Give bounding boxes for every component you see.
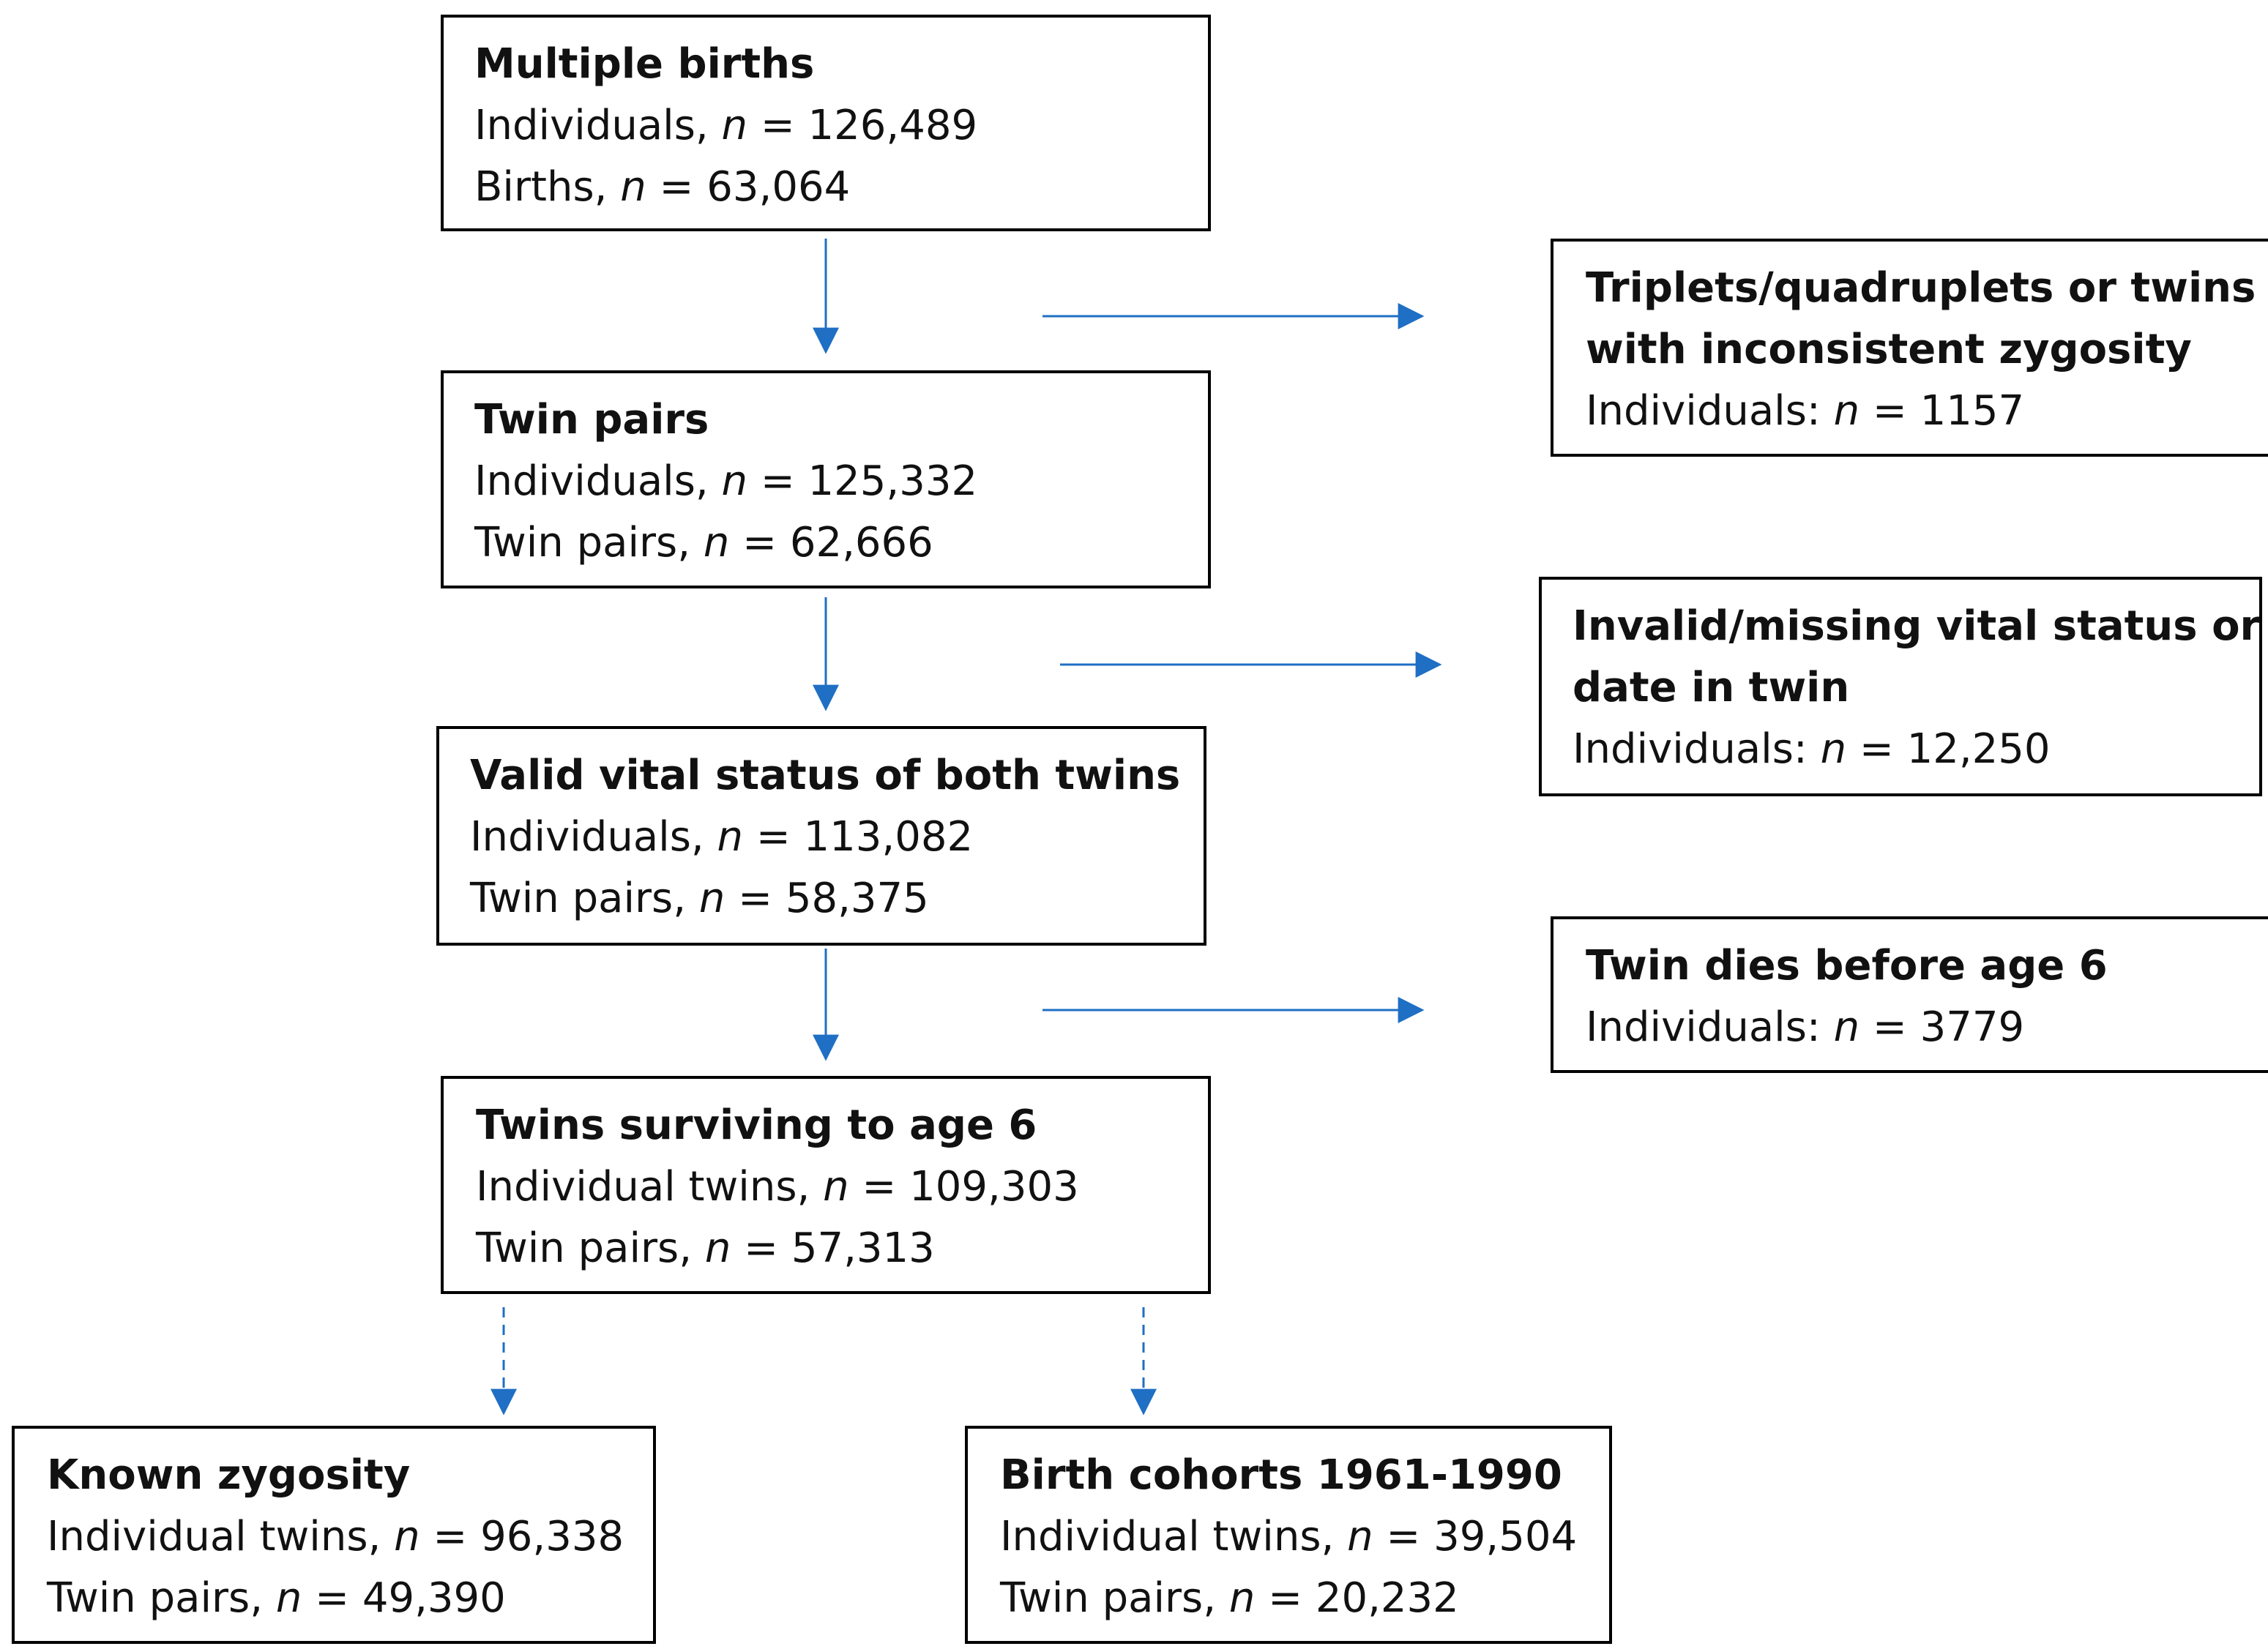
line-value: = 39,504 [1373,1513,1578,1560]
line-label: Individuals, [474,102,722,149]
box-line-individuals: Individuals, n = 125,332 [474,451,1208,512]
n-variable: n [823,1163,849,1211]
box-excluded-early-death: Twin dies before age 6 Individuals: n = … [1551,916,2268,1073]
n-variable: n [703,519,730,567]
box-multiple-births: Multiple births Individuals, n = 126,489… [441,15,1211,231]
line-label: Individuals: [1586,1003,1834,1051]
box-excluded-invalid-status: Invalid/missing vital status or date in … [1539,577,2262,796]
line-label: Individual twins, [1000,1513,1348,1560]
line-value: = 126,489 [747,102,978,149]
box-twin-pairs: Twin pairs Individuals, n = 125,332 Twin… [441,370,1211,588]
box-title: Twins surviving to age 6 [476,1102,1037,1149]
n-variable: n [1833,387,1860,435]
line-label: Individual twins, [476,1163,824,1211]
box-title: Invalid/missing vital status or [1573,602,2261,650]
n-variable: n [1820,725,1847,773]
box-title: Birth cohorts 1961-1990 [1000,1451,1562,1499]
box-line-individuals: Individuals: n = 12,250 [1573,719,2259,780]
line-value: = 63,064 [646,163,851,211]
box-line-individuals: Individual twins, n = 96,338 [47,1506,653,1568]
box-title: Triplets/quadruplets or twins [1586,264,2256,312]
box-title-continued: date in twin [1573,664,1850,711]
line-value: = 125,332 [747,457,978,505]
line-value: = 109,303 [848,1163,1079,1211]
box-title: Valid vital status of both twins [470,752,1181,799]
n-variable: n [1347,1513,1373,1560]
box-birth-cohorts: Birth cohorts 1961-1990 Individual twins… [965,1426,1612,1644]
box-known-zygosity: Known zygosity Individual twins, n = 96,… [12,1426,656,1644]
line-label: Individuals: [1573,725,1821,773]
line-value: = 113,082 [743,813,974,861]
box-line-pairs: Twin pairs, n = 58,375 [470,868,1204,930]
line-value: = 96,338 [419,1513,624,1560]
box-line-individuals: Individual twins, n = 109,303 [476,1156,1208,1218]
box-line-individuals: Individuals: n = 3779 [1586,997,2268,1058]
box-line-individuals: Individual twins, n = 39,504 [1000,1506,1609,1568]
line-label: Twin pairs, [1000,1574,1229,1622]
line-label: Twin pairs, [474,519,704,567]
box-twins-surviving: Twins surviving to age 6 Individual twin… [441,1076,1211,1294]
line-label: Twin pairs, [476,1224,705,1272]
box-line-pairs: Twin pairs, n = 62,666 [474,512,1208,574]
box-line-pairs: Twin pairs, n = 49,390 [47,1568,653,1629]
box-line-individuals: Individuals, n = 126,489 [474,95,1208,157]
line-label: Twin pairs, [470,875,699,922]
line-value: = 49,390 [302,1574,506,1622]
line-value: = 58,375 [725,875,929,922]
n-variable: n [698,875,725,922]
n-variable: n [394,1513,420,1560]
box-title-continued: with inconsistent zygosity [1586,326,2192,373]
line-label: Individuals, [474,457,722,505]
line-value: = 57,313 [731,1224,935,1272]
box-valid-vital-status: Valid vital status of both twins Individ… [436,726,1206,946]
line-value: = 12,250 [1846,725,2051,773]
box-line-births: Births, n = 63,064 [474,157,1208,218]
box-excluded-triplets: Triplets/quadruplets or twins with incon… [1551,239,2268,457]
line-value: = 20,232 [1255,1574,1459,1622]
box-title: Twin dies before age 6 [1586,942,2108,990]
box-title: Multiple births [474,40,815,88]
line-label: Individuals: [1586,387,1834,435]
line-value: = 62,666 [729,519,933,567]
n-variable: n [620,163,646,211]
line-value: = 3779 [1859,1003,2025,1051]
n-variable: n [717,813,744,861]
box-line-individuals: Individuals, n = 113,082 [470,807,1204,868]
box-title: Known zygosity [47,1451,411,1499]
n-variable: n [721,457,748,505]
box-line-pairs: Twin pairs, n = 20,232 [1000,1568,1609,1629]
n-variable: n [1228,1574,1256,1622]
box-line-pairs: Twin pairs, n = 57,313 [476,1218,1208,1279]
n-variable: n [721,102,748,149]
n-variable: n [1833,1003,1860,1051]
box-line-individuals: Individuals: n = 1157 [1586,381,2268,442]
line-label: Births, [474,163,621,211]
line-label: Individual twins, [47,1513,395,1560]
line-label: Individuals, [470,813,717,861]
line-label: Twin pairs, [47,1574,276,1622]
line-value: = 1157 [1859,387,2025,435]
n-variable: n [275,1574,302,1622]
n-variable: n [704,1224,731,1272]
box-title: Twin pairs [474,396,709,444]
